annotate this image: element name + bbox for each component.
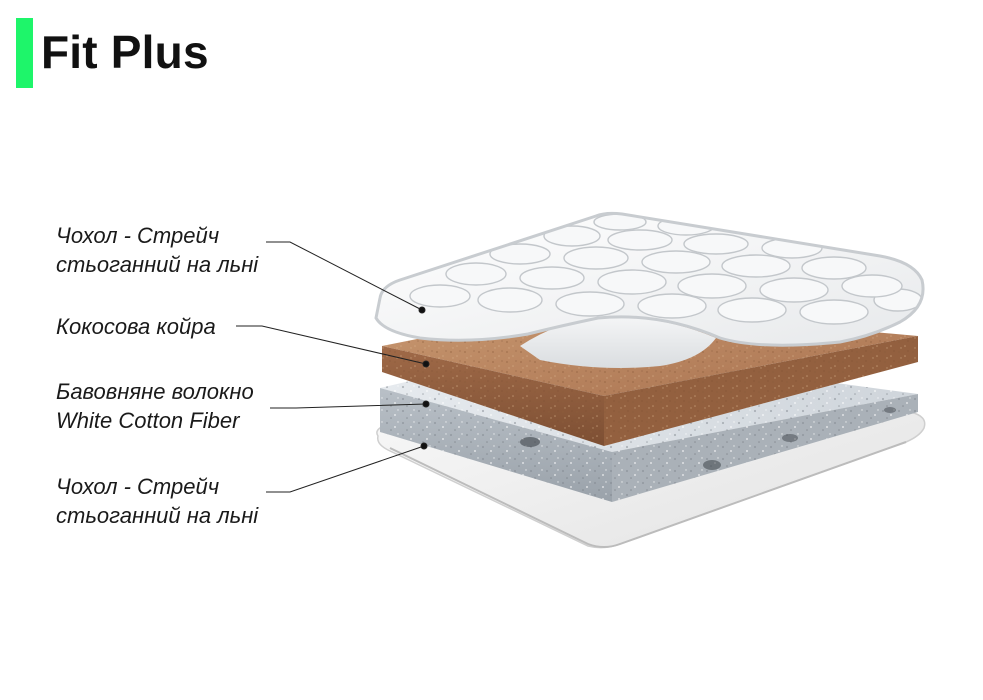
top-quilted-cover-layer bbox=[374, 211, 925, 368]
leader-line-top-cover bbox=[266, 241, 423, 311]
layer-label-line: стьоганний на льні bbox=[56, 252, 259, 277]
layer-label-line: Бавовняне волокно bbox=[56, 379, 254, 404]
layer-label-cotton-fiber: Бавовняне волокно White Cotton Fiber bbox=[56, 377, 254, 435]
leader-dot-cotton-fiber bbox=[422, 400, 430, 408]
leader-dot-bottom-cover bbox=[420, 442, 428, 450]
leader-dot-top-cover bbox=[418, 306, 426, 314]
leader-dot-coconut-coir bbox=[422, 360, 430, 368]
layer-label-bottom-cover: Чохол - Стрейч стьоганний на льні bbox=[56, 472, 258, 530]
layer-label-top-cover: Чохол - Стрейч стьоганний на льні bbox=[56, 221, 258, 279]
layer-label-line: стьоганний на льні bbox=[56, 503, 259, 528]
layer-label-line: Кокосова койра bbox=[56, 314, 216, 339]
layer-label-line: Чохол - Стрейч bbox=[56, 223, 220, 248]
layer-label-line: White Cotton Fiber bbox=[56, 408, 240, 433]
layer-label-line: Чохол - Стрейч bbox=[56, 474, 220, 499]
title-accent-bar bbox=[16, 18, 33, 88]
page-title: Fit Plus bbox=[41, 26, 209, 78]
leader-line-bottom-cover bbox=[266, 445, 425, 493]
leader-line-cotton-fiber bbox=[270, 403, 427, 409]
leader-lines bbox=[236, 241, 430, 493]
layer-label-coconut-coir: Кокосова койра bbox=[56, 312, 216, 341]
leader-line-coconut-coir bbox=[236, 325, 427, 365]
